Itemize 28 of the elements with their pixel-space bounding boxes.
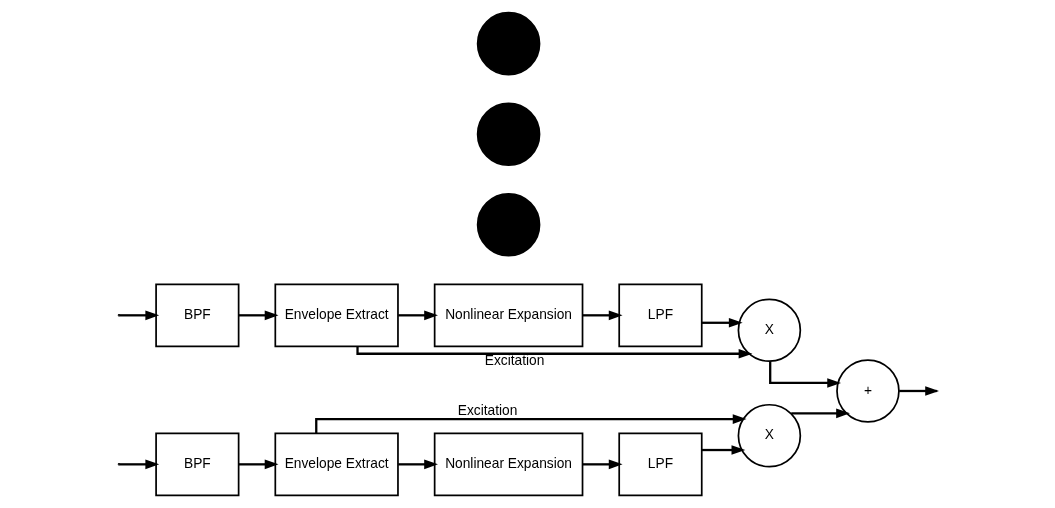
node-circle [476,102,541,166]
arrow [119,459,160,470]
arrow [582,459,623,470]
arrow [398,459,438,470]
node-box: Envelope Extract [274,432,399,497]
node-box: LPF [618,283,703,348]
node-circle [476,11,541,76]
node-circle: X [737,403,802,468]
arrow [791,408,850,419]
node-box: BPF [155,432,240,497]
node-box: Nonlinear Expansion [433,432,584,497]
edge-label: Excitation [457,403,518,419]
arrow [398,310,438,321]
arrow [238,459,279,470]
node-box: BPF [155,283,240,348]
arrow [701,445,746,455]
node-box: Envelope Extract [274,283,399,348]
edge-label: Excitation [484,352,545,368]
arrow [701,317,743,328]
arrow [356,346,753,359]
arrow [582,310,623,321]
node-box: LPF [618,432,703,497]
node-circle [476,192,541,257]
arrow [238,310,279,321]
arrow [769,361,842,388]
arrow [315,414,747,434]
arrow [119,310,160,321]
node-box: Nonlinear Expansion [433,283,584,348]
